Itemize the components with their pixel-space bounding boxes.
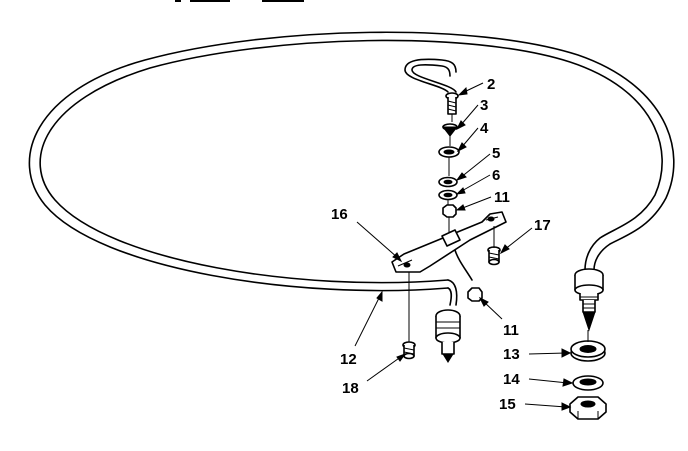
screw-2 (445, 92, 459, 115)
nut-11-top (442, 204, 457, 218)
washer-14 (572, 375, 604, 391)
callout-17: 17 (534, 217, 551, 234)
hex-nut-15 (569, 396, 607, 420)
screw-18 (402, 341, 416, 360)
washer-6 (438, 189, 458, 201)
callout-11-top: 11 (494, 189, 510, 206)
bracket-16 (391, 211, 507, 281)
cone-3 (441, 123, 459, 137)
washer-5 (438, 176, 458, 188)
callout-11-lower: 11 (503, 322, 519, 339)
hook (404, 58, 457, 93)
callout-12: 12 (340, 351, 357, 368)
heating-element-loop (28, 31, 675, 306)
nut-11-lower (467, 287, 483, 302)
callout-2: 2 (487, 76, 495, 93)
callout-14: 14 (503, 371, 520, 388)
washer-4 (438, 146, 460, 158)
callout-5: 5 (492, 145, 500, 162)
callout-4: 4 (480, 120, 489, 137)
nut-13 (570, 340, 606, 362)
callout-3: 3 (480, 97, 488, 114)
callout-16: 16 (331, 206, 348, 223)
callout-18: 18 (342, 380, 359, 397)
callout-13: 13 (503, 346, 520, 363)
callout-6: 6 (492, 167, 500, 184)
assembly-centerlines (408, 114, 589, 342)
callout-labels: 2 3 4 5 6 11 16 17 11 12 13 14 15 18 (331, 76, 551, 413)
screw-17 (487, 246, 501, 266)
cropped-header-text (175, 0, 304, 2)
left-terminal (435, 309, 461, 363)
callout-15: 15 (499, 396, 516, 413)
leader-lines (354, 82, 574, 411)
right-terminal (574, 268, 604, 332)
